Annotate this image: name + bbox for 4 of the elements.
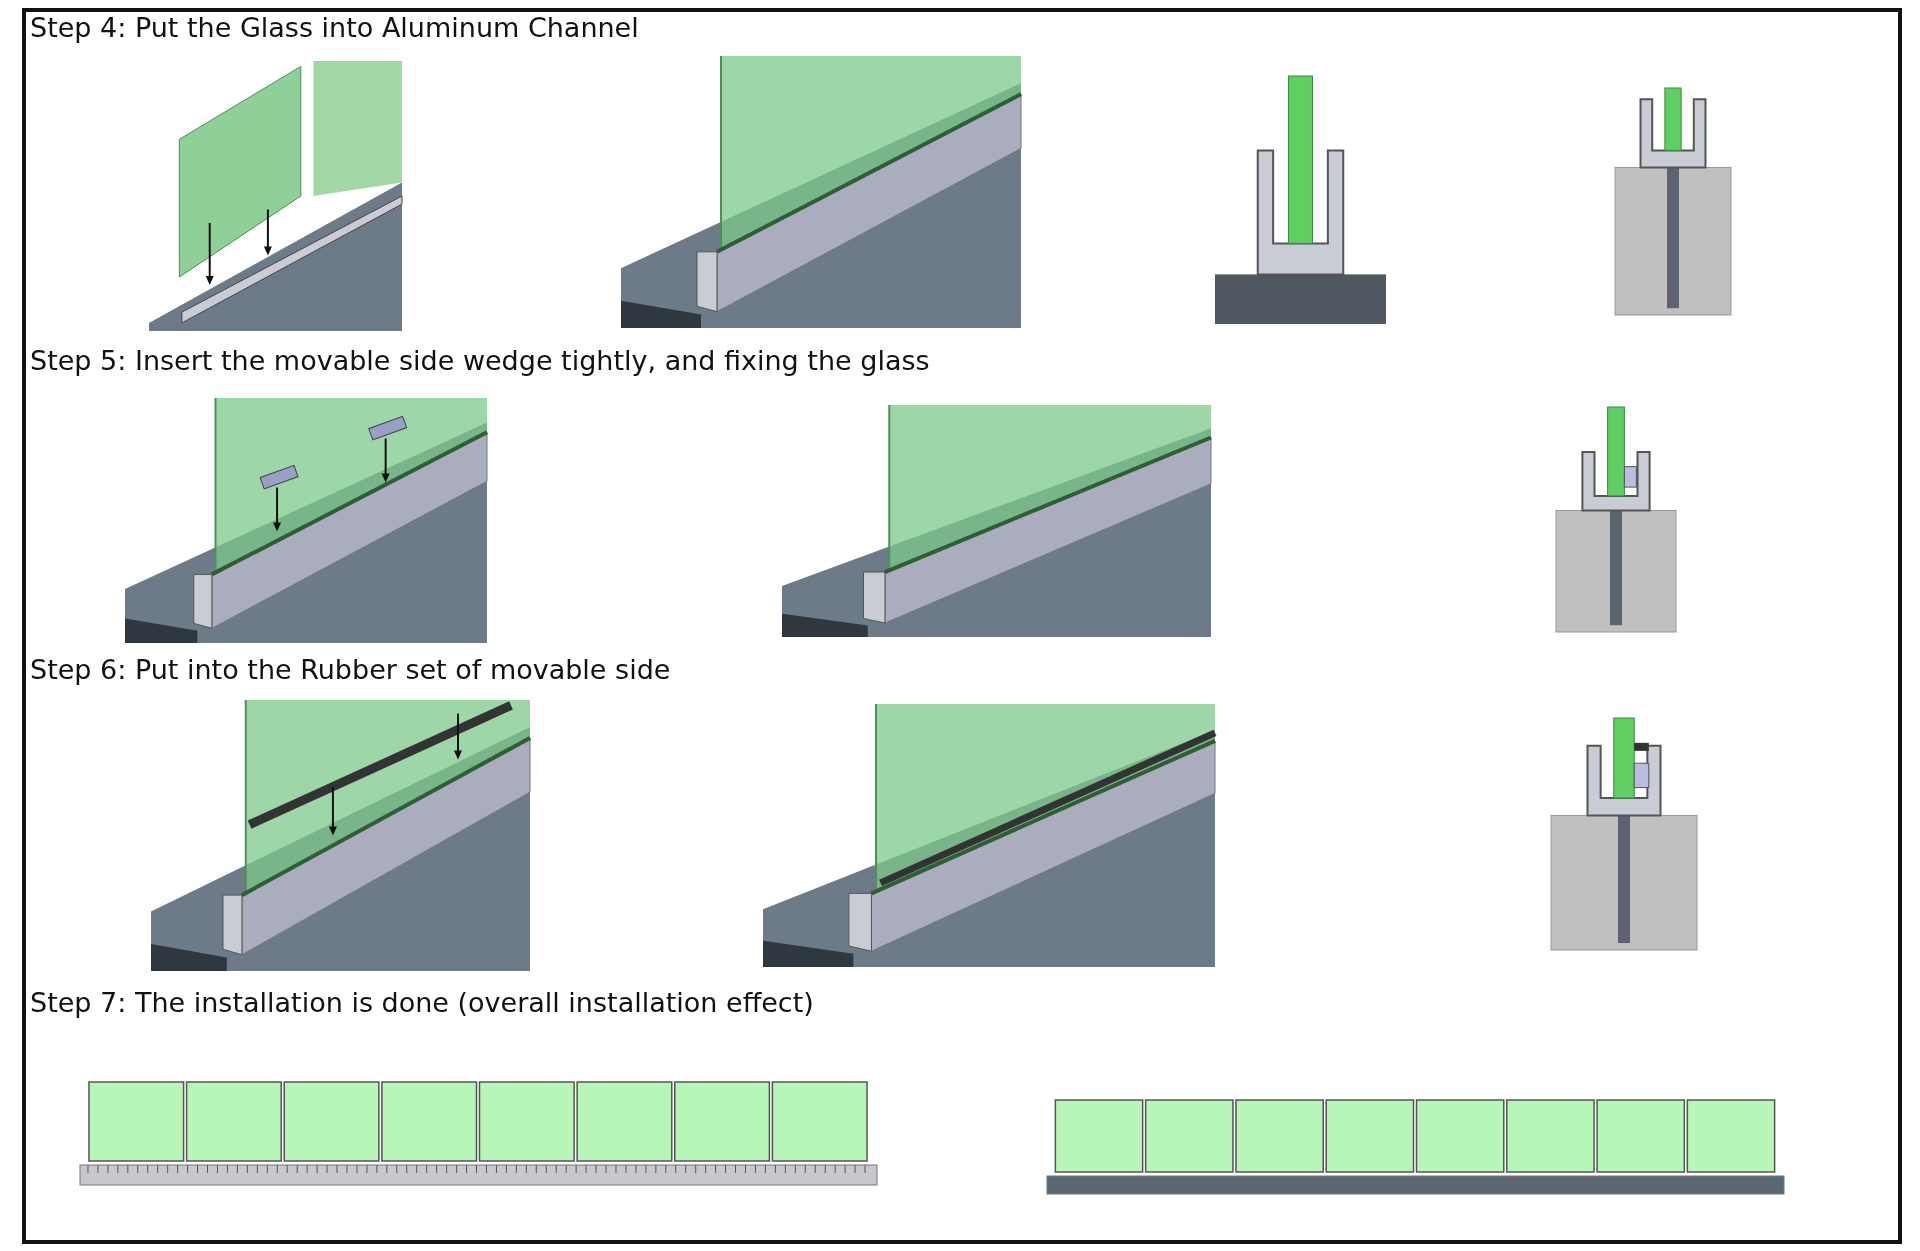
step-heading: Step 6: Put into the Rubber set of movable side: [30, 654, 671, 687]
step-heading: Step 5: Insert the movable side wedge tightly, and fixing the glass: [30, 345, 930, 378]
step-heading: Step 4: Put the Glass into Aluminum Channel: [30, 12, 639, 45]
step-heading: Step 7: The installation is done (overall installation effect): [30, 987, 814, 1020]
